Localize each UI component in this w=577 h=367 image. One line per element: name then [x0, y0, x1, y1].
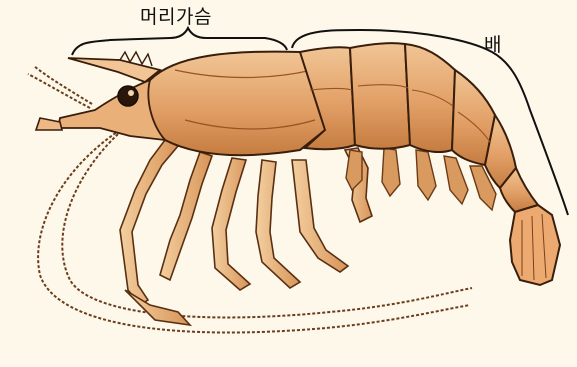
carapace [146, 52, 325, 156]
head-front [58, 80, 165, 140]
rostrum [68, 58, 160, 82]
abdomen-label: 배 [484, 30, 502, 57]
tail-fan [510, 205, 560, 285]
walking-legs [120, 140, 372, 325]
head-thorax-label: 머리가슴 [140, 2, 212, 29]
eye [118, 86, 138, 106]
